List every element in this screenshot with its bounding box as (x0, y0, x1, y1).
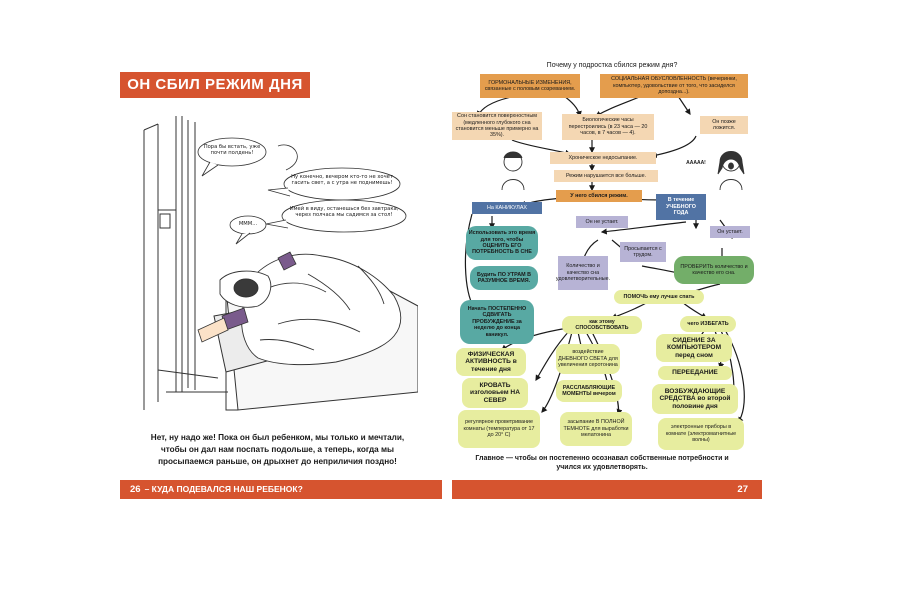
not-tired-box: Он не устает. (576, 216, 628, 228)
footer-right: 27 (452, 480, 762, 499)
sleep-satisfactory-box: Количество и качество сна удовлетворител… (556, 256, 610, 290)
overeating-box: ПЕРЕЕДАНИЕ (658, 366, 732, 380)
teen-figure-icon (501, 151, 525, 191)
stimulants-text: ВОЗБУЖДАЮЩИЕ СРЕДСТВА во второй половине… (659, 387, 731, 410)
what-to-avoid-box: чего ИЗБЕГАТЬ (680, 316, 736, 332)
goes-to-bed-later-box: Он позже ложится. (700, 116, 748, 134)
physical-activity-text: ФИЗИЧЕСКАЯ АКТИВНОСТЬ в течение дня (465, 350, 517, 373)
vacation-box: На КАНИКУЛАХ (472, 202, 542, 214)
hormonal-changes-box: ГОРМОНАЛЬНЫЕ ИЗМЕНЕНИЯ, связанные с поло… (480, 74, 580, 98)
page-caption: Нет, ну надо же! Пока он был ребенком, м… (150, 433, 405, 466)
bed-north-box: КРОВАТЬ изголовьем НА СЕВЕР (462, 378, 528, 408)
page-number-left: 26 (130, 484, 141, 495)
social-box: СОЦИАЛЬНАЯ ОБУСЛОВЛЕННОСТЬ (вечеринки, к… (600, 74, 748, 98)
superficial-sleep-box: Сон становится поверхностным (медленного… (452, 112, 542, 140)
footer-left: 26– КУДА ПОДЕВАЛСЯ НАШ РЕБЕНОК? (120, 480, 442, 499)
help-sleep-box: ПОМОЧЬ ему лучше спать (614, 290, 704, 304)
bubble-mom-1: Пора бы встать, уже почти полдень! (203, 144, 261, 157)
electronics-box: электронные приборы в комнате (электрома… (658, 418, 744, 450)
ventilation-box: регулярное проветривание комнаты (темпер… (458, 410, 540, 448)
tired-box: Он устает. (710, 226, 750, 238)
stimulants-box: ВОЗБУЖДАЮЩИЕ СРЕДСТВА во второй половине… (652, 384, 738, 414)
check-sleep-box: ПРОВЕРИТЬ количество и качество его сна. (674, 256, 754, 284)
computer-box: СИДЕНИЕ ЗА КОМПЬЮТЕРОМ перед сном (656, 334, 732, 362)
regime-worsens-box: Режим нарушается все больше. (554, 170, 658, 182)
diagram-title: Почему у подростка сбился режим дня? (546, 62, 678, 69)
school-year-box: В течение УЧЕБНОГО ГОДА (656, 194, 706, 220)
bubble-mom-3: Имей в виду, останешься без завтрака, че… (289, 206, 399, 219)
wake-reasonable-box: Будить ПО УТРАМ В РАЗУМНОЕ ВРЕМЯ. (470, 266, 538, 290)
overeating-text: ПЕРЕЕДАНИЕ (672, 369, 718, 377)
bedroom-drawing (143, 116, 419, 411)
conclusion-text: Главное — чтобы он постепенно осознавал … (475, 455, 729, 471)
regime-broken-box: У него сбился режим. (556, 190, 642, 202)
running-title: – КУДА ПОДЕВАЛСЯ НАШ РЕБЕНОК? (144, 484, 303, 494)
chapter-title: ОН СБИЛ РЕЖИМ ДНЯ (120, 72, 310, 98)
relaxing-moments-box: РАССЛАБЛЯЮЩИЕ МОМЕНТЫ вечером (556, 380, 622, 402)
biological-clock-box: Биологические часы перестроились (в 23 ч… (562, 114, 654, 140)
shift-wakeup-box: Начать ПОСТЕПЕННО СДВИГАТЬ ПРОБУЖДЕНИЕ з… (460, 300, 534, 344)
bubble-teen: МММ... (238, 221, 258, 227)
physical-activity-box: ФИЗИЧЕСКАЯ АКТИВНОСТЬ в течение дня (456, 348, 526, 376)
assess-sleep-need-box: Использовать это время для того, чтобы О… (466, 226, 538, 260)
wakes-hard-box: Просыпается с трудом. (620, 242, 666, 262)
daylight-box: воздействие ДНЕВНОГО СВЕТА для увеличени… (556, 344, 620, 374)
teen-yawning-icon (717, 151, 745, 191)
sleep-flowchart: Почему у подростка сбился режим дня? ГОР… (452, 60, 764, 480)
full-darkness-box: засыпание В ПОЛНОЙ ТЕМНОТЕ для выработки… (560, 412, 632, 446)
bubble-mom-2: Ну конечно, вечером кто-то не хочет гаси… (291, 174, 393, 187)
bedroom-illustration: Пора бы встать, уже почти полдень! Ну ко… (118, 110, 419, 430)
page-number-right: 27 (737, 484, 748, 495)
aaah-text: ААААА! (686, 159, 706, 166)
bed-north-text: КРОВАТЬ изголовьем НА СЕВЕР (470, 381, 520, 404)
chronic-sleep-deprivation-box: Хроническое недосыпание. (550, 152, 656, 164)
how-to-promote-box: как этому СПОСОБСТВОВАТЬ (562, 316, 642, 334)
computer-text: СИДЕНИЕ ЗА КОМПЬЮТЕРОМ перед сном (666, 336, 722, 359)
